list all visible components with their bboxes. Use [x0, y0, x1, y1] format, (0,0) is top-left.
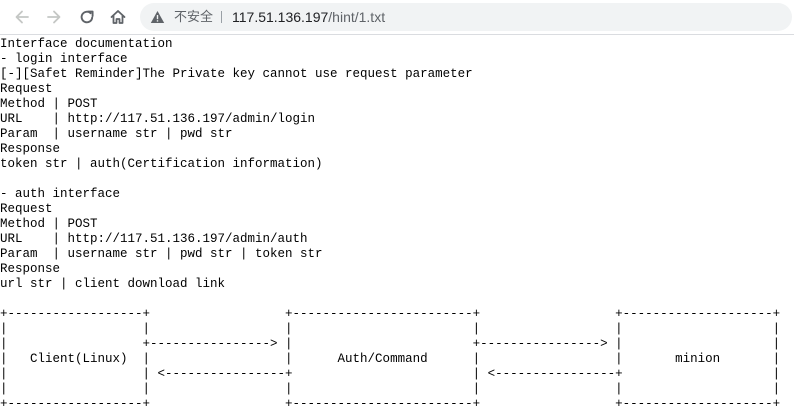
forward-arrow-icon [47, 10, 61, 24]
document-line: | | | | | | [0, 322, 781, 336]
reload-icon [80, 10, 94, 24]
home-button[interactable] [107, 6, 129, 28]
document-line: URL | http://117.51.136.197/admin/auth [0, 232, 308, 246]
document-line: Request [0, 82, 53, 96]
document-line: Response [0, 262, 61, 276]
address-bar[interactable]: 不安全 117.51.136.197/hint/1.txt [140, 3, 792, 31]
document-line: Method | POST [0, 217, 98, 231]
document-line: URL | http://117.51.136.197/admin/login [0, 112, 316, 126]
document-line: Response [0, 142, 61, 156]
reload-button[interactable] [76, 6, 98, 28]
document-line: Param | username str | pwd str [0, 127, 233, 141]
document-line: | | <----------------+ | <--------------… [0, 367, 781, 381]
document-line: +------------------+ +------------------… [0, 307, 781, 321]
url-text[interactable]: 117.51.136.197/hint/1.txt [232, 8, 385, 26]
document-line: | Client(Linux) | | Auth/Command | | min… [0, 352, 781, 366]
url-path: /hint/1.txt [328, 9, 386, 25]
address-divider [221, 11, 222, 23]
forward-button[interactable] [43, 6, 65, 28]
document-line: url str | client download link [0, 277, 226, 291]
security-status-label[interactable]: 不安全 [174, 9, 214, 24]
document-line: Method | POST [0, 97, 98, 111]
back-button[interactable] [11, 6, 33, 28]
url-host: 117.51.136.197 [232, 9, 329, 25]
document-line: [-][Safet Reminder]The Private key canno… [0, 67, 473, 81]
document-line: | | | | | | [0, 382, 781, 396]
document-line: Request [0, 202, 53, 216]
browser-toolbar: 不安全 117.51.136.197/hint/1.txt [0, 0, 794, 35]
warning-triangle-icon [150, 11, 165, 23]
text-document-content: Interface documentation - login interfac… [0, 37, 780, 412]
back-arrow-icon [15, 10, 29, 24]
document-line: - auth interface [0, 187, 121, 201]
document-line: Param | username str | pwd str | token s… [0, 247, 323, 261]
document-line: | +----------------> | +----------------… [0, 337, 781, 351]
document-line: - login interface [0, 52, 128, 66]
document-line: +------------------+ +------------------… [0, 397, 781, 411]
home-icon [110, 10, 126, 24]
document-line: Interface documentation [0, 37, 173, 51]
document-line: token str | auth(Certification informati… [0, 157, 323, 171]
